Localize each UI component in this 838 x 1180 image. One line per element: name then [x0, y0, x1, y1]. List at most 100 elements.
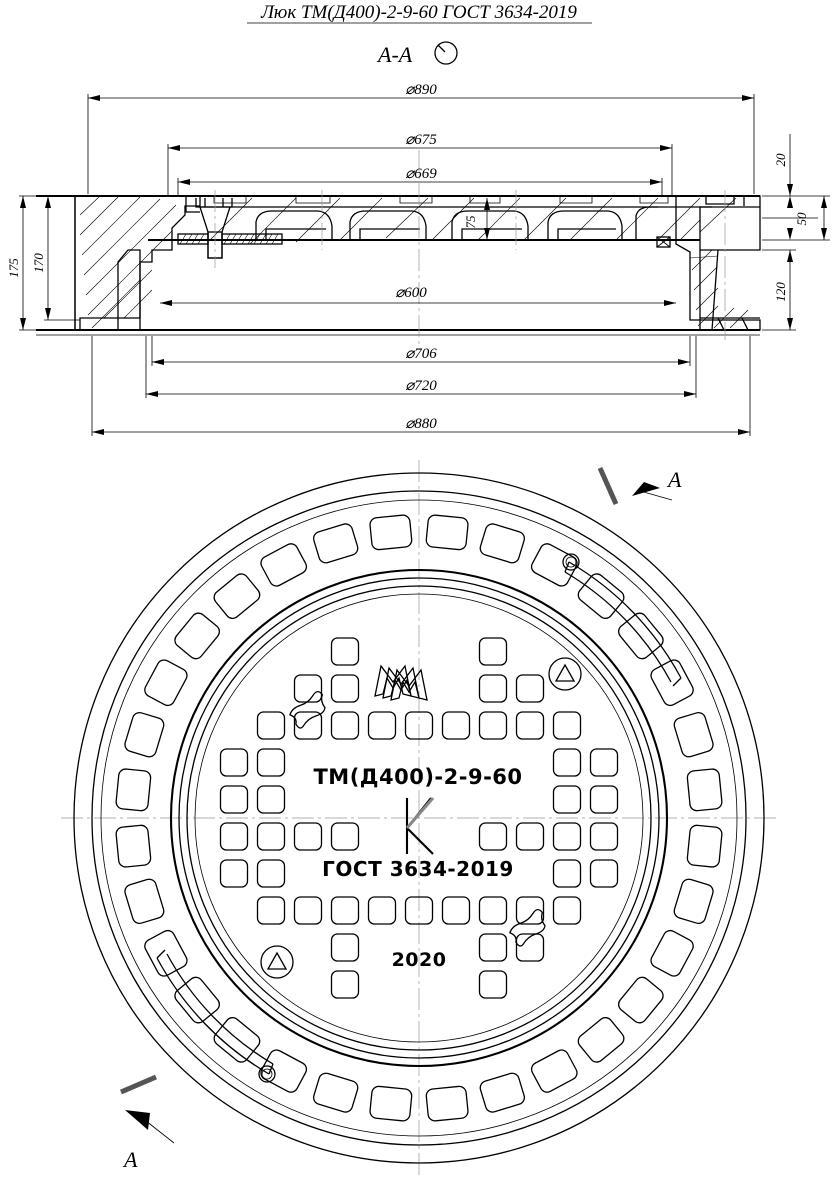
cover-grid-cell: [256, 859, 286, 888]
ring-block: [530, 543, 578, 587]
cover-grid-cell: [330, 822, 360, 851]
dimension-d880: ⌀880: [91, 336, 751, 436]
cover-grid-cell: [330, 637, 360, 666]
bolt-hole-right: [656, 236, 671, 248]
ring-block: [617, 976, 664, 1024]
cover-grid-cell: [330, 674, 360, 703]
lifting-eye-upper-left: [289, 690, 326, 729]
dimension-h120: 120: [762, 249, 796, 331]
ring-block: [115, 768, 152, 812]
ring-block: [650, 659, 694, 707]
section-mark-letter-top: А: [666, 467, 682, 492]
cover-grid-cell: [330, 896, 360, 925]
cover-grid-cell: [552, 859, 582, 888]
dimension-label-h50: 50: [794, 212, 809, 226]
dimension-d675: ⌀675: [167, 132, 673, 196]
ring-block: [425, 1085, 469, 1122]
page-title: Люк ТМ(Д400)-2-9-60 ГОСТ 3634-2019: [260, 2, 577, 23]
dimension-label-d890: ⌀890: [405, 82, 437, 98]
ring-block: [124, 711, 165, 758]
dimension-h170: 170: [31, 196, 80, 321]
section-mark-bottom-left: А: [120, 1074, 175, 1172]
triangle-marker-bottom-left: [260, 945, 294, 979]
cover-grid-cell: [256, 711, 286, 740]
hinge-band-top-right: [562, 553, 682, 687]
ring-block: [369, 1085, 413, 1122]
section-scale-icon: [434, 41, 458, 65]
cover-grid-cell: [293, 674, 323, 703]
cover-grid-cell: [219, 748, 249, 777]
dimension-d669: ⌀669: [177, 166, 663, 196]
cover-model-text: ТМ(Д400)-2-9-60: [313, 765, 522, 789]
ring-block: [144, 929, 188, 977]
dimension-label-d675: ⌀675: [405, 132, 437, 148]
section-view-aa: ⌀890 ⌀675 ⌀669: [6, 82, 830, 436]
hinge-band-bottom-left: [156, 949, 276, 1083]
cover-grid-cell: [293, 896, 323, 925]
ring-block: [124, 878, 165, 925]
cover-grid-cell: [552, 896, 582, 925]
dimension-h50: 50: [762, 195, 830, 241]
ring-block: [174, 612, 221, 660]
cover-grid-cell: [330, 711, 360, 740]
cover-grid-cell: [515, 896, 545, 925]
dimension-label-d720: ⌀720: [405, 378, 437, 394]
cover-grid-cell: [478, 637, 508, 666]
cover-grid-cell: [515, 674, 545, 703]
cover-grid-cell: [589, 785, 619, 814]
frame-right-base-fillet2: [741, 317, 749, 331]
ring-block: [213, 573, 261, 620]
cover-grid-cell: [293, 822, 323, 851]
cover-grid-cell: [219, 785, 249, 814]
cover-grid-cell: [552, 748, 582, 777]
ring-block: [686, 824, 723, 868]
cover-grid-cell: [219, 859, 249, 888]
cover-grid-cell: [478, 674, 508, 703]
ring-block: [174, 976, 221, 1024]
cover-grid-cell: [256, 785, 286, 814]
cover-grid-cell: [404, 711, 434, 740]
dimension-label-h20: 20: [773, 153, 788, 167]
ring-block: [479, 1072, 526, 1113]
cover-grid-cell: [441, 711, 471, 740]
cover-grid-cell: [478, 822, 508, 851]
cover-standard-text: ГОСТ 3634-2019: [322, 857, 514, 881]
hatch-right-frame: [679, 219, 749, 329]
ring-block: [577, 573, 625, 620]
cover-grid-cell: [367, 711, 397, 740]
k-logo-icon: [405, 797, 435, 855]
cover-grid-cell: [330, 970, 360, 999]
dimension-label-d706: ⌀706: [405, 346, 437, 362]
dimension-d600: ⌀600: [160, 285, 676, 306]
frame-seat-circle: [169, 568, 669, 1068]
cover-grid-cell: [219, 822, 249, 851]
cover-grid-cell: [552, 822, 582, 851]
dimension-label-h170: 170: [31, 253, 46, 273]
cover-outer-circle: [186, 585, 652, 1051]
dimension-label-d600: ⌀600: [395, 285, 427, 301]
cover-grid-cell: [256, 748, 286, 777]
outer-circle-3: [100, 499, 738, 1137]
cover-grid-cell: [478, 896, 508, 925]
ring-block: [260, 543, 308, 587]
manufacturer-logo-icon: [374, 664, 428, 701]
ring-block: [425, 514, 469, 551]
ring-block: [673, 878, 714, 925]
plan-view: ТМ(Д400)-2-9-60 ГОСТ 3634-2019 2020: [61, 460, 777, 1176]
ring-block: [144, 659, 188, 707]
section-label: А-А: [376, 42, 413, 67]
outer-circle-1: [73, 472, 765, 1164]
cover-grid-cell: [552, 711, 582, 740]
ring-block: [369, 514, 413, 551]
ring-block: [312, 523, 359, 564]
frame-right-profile: [675, 195, 761, 331]
ring-block: [577, 1016, 625, 1063]
cover-grid-cell: [256, 822, 286, 851]
dimension-label-h175: 175: [6, 258, 21, 278]
ring-block: [617, 612, 664, 660]
ring-block: [115, 824, 152, 868]
frame-right-base-fillet: [717, 317, 725, 331]
hatch-left-frame: [79, 195, 177, 329]
